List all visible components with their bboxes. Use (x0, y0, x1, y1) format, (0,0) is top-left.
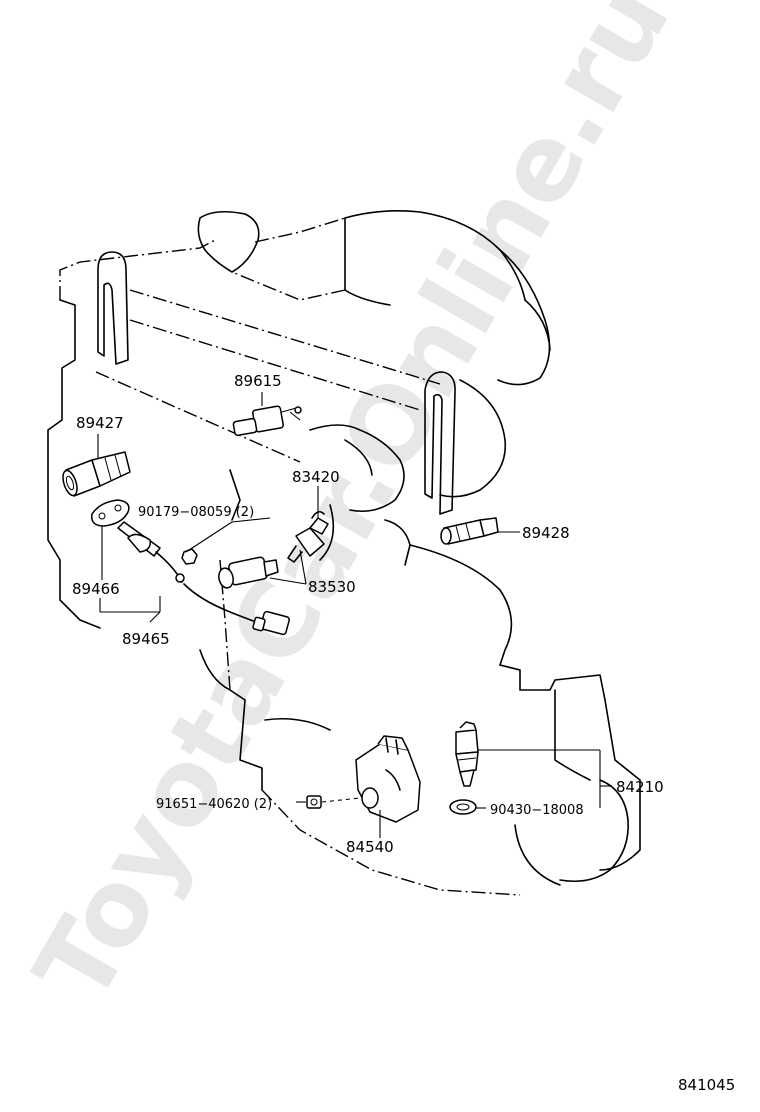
label-89428[interactable]: 89428 (522, 524, 570, 542)
label-90430-18008[interactable]: 90430−18008 (490, 803, 584, 818)
part-89465-oxygen-sensor[interactable] (117, 521, 290, 636)
label-90179-08059[interactable]: 90179−08059 (2) (138, 505, 254, 520)
label-89615[interactable]: 89615 (234, 372, 282, 390)
label-89465[interactable]: 89465 (122, 630, 170, 648)
label-83530[interactable]: 83530 (308, 578, 356, 596)
label-89466[interactable]: 89466 (72, 580, 120, 598)
figure-number: 841045 (678, 1076, 735, 1094)
leader-lines (97, 392, 612, 838)
part-83530-switch[interactable] (217, 556, 279, 589)
label-83420[interactable]: 83420 (292, 468, 340, 486)
part-91651-bolt[interactable] (306, 795, 322, 809)
engine-outline (47, 210, 641, 896)
part-89427-fitting[interactable] (60, 451, 131, 497)
label-84540[interactable]: 84540 (346, 838, 394, 856)
label-89427[interactable]: 89427 (76, 414, 124, 432)
part-labels: 89615 89427 83420 90179−08059 (2) 89428 … (72, 372, 664, 856)
part-84540-switch[interactable] (355, 735, 421, 823)
part-90430-washer[interactable] (449, 799, 477, 815)
label-84210[interactable]: 84210 (616, 778, 664, 796)
part-89615-sensor[interactable] (232, 405, 302, 437)
part-89466-gasket[interactable] (91, 499, 130, 527)
part-89428-sensor[interactable] (440, 517, 499, 545)
label-91651-40620[interactable]: 91651−40620 (2) (156, 797, 272, 812)
part-90179-nut[interactable] (181, 548, 198, 565)
part-84210-switch[interactable] (455, 721, 479, 787)
part-83420-sender[interactable] (287, 510, 329, 563)
